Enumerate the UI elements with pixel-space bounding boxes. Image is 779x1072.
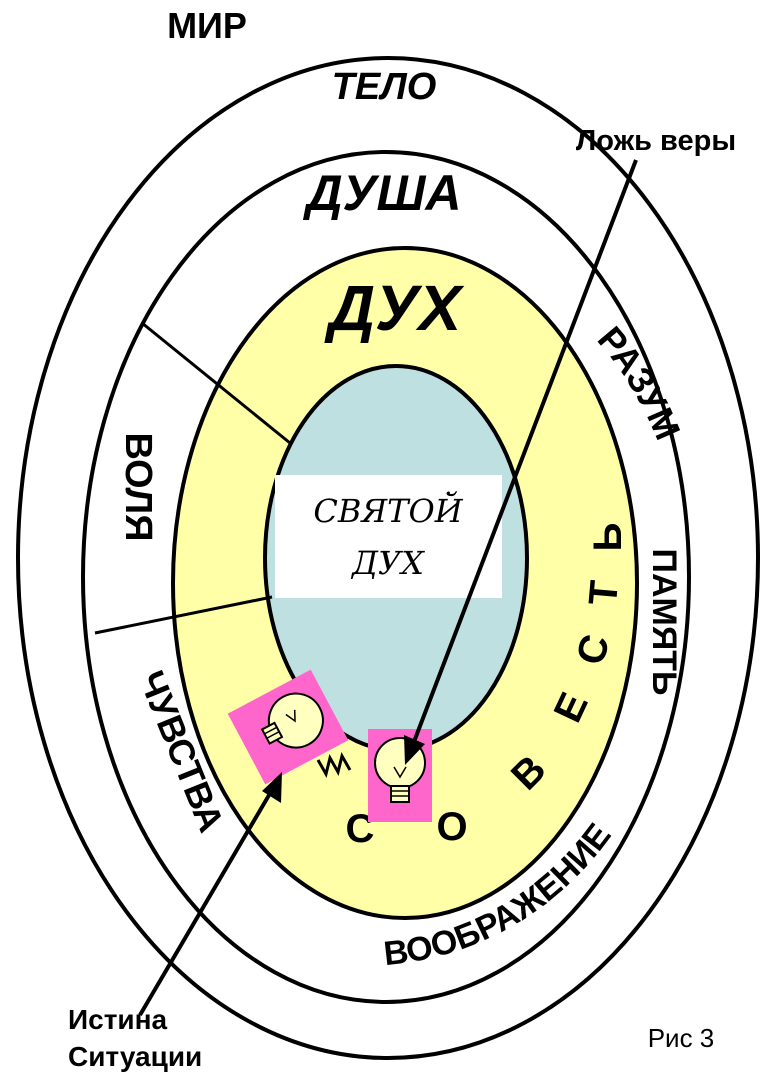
lie-of-faith-label: Ложь веры bbox=[576, 125, 736, 157]
will-divider-bottom bbox=[94, 595, 273, 635]
light-bulb-icon bbox=[227, 669, 349, 785]
spirit-label: ДУХ bbox=[324, 272, 465, 344]
world-label: МИР bbox=[167, 5, 247, 46]
figure-caption: Рис 3 bbox=[648, 1023, 715, 1053]
truth-arrow bbox=[138, 788, 274, 1017]
lie-of-faith-arrowhead bbox=[404, 735, 425, 765]
will-label: ВОЛЯ bbox=[117, 432, 159, 541]
truth-label-line2: Ситуации bbox=[68, 1041, 202, 1072]
spark-squiggle bbox=[316, 752, 352, 778]
soul-label: ДУША bbox=[302, 165, 461, 221]
conscience-letter-6: Т bbox=[581, 579, 627, 607]
memory-label: ПАМЯТЬ bbox=[645, 549, 683, 696]
conscience-letter-7: Ь bbox=[586, 523, 630, 552]
holy-spirit-label-line2: ДУХ bbox=[350, 544, 425, 582]
body-label: ТЕЛО bbox=[332, 66, 437, 108]
lie-of-faith-arrow bbox=[410, 159, 638, 748]
will-divider-top bbox=[141, 321, 291, 445]
truth-label-line1: Истина bbox=[68, 1004, 168, 1035]
conscience-letter-2: О bbox=[436, 805, 467, 849]
holy-spirit-label-line1: СВЯТОЙ bbox=[313, 491, 463, 530]
truth-arrowhead bbox=[262, 772, 282, 803]
holy-spirit-box bbox=[275, 475, 502, 598]
